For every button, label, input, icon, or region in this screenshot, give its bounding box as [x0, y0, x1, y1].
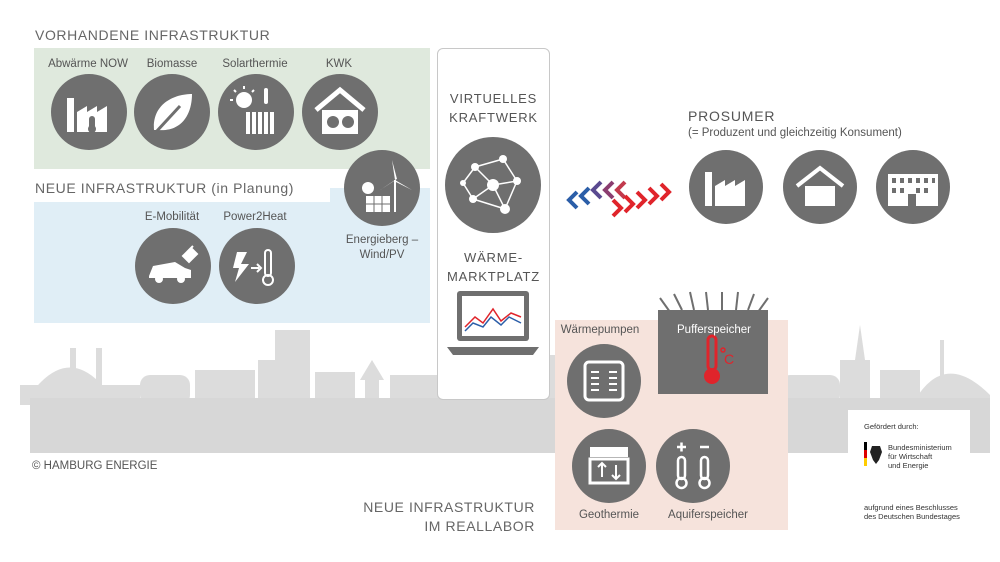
car-plug-icon [135, 228, 211, 304]
item-label-power2heat: Power2Heat [223, 211, 287, 223]
house-chp-icon [302, 74, 378, 150]
item-label-aquiferspeicher: Aquiferspeicher [668, 509, 748, 521]
item-label-solarthermie: Solarthermie [222, 58, 288, 70]
svg-text:C: C [724, 351, 734, 367]
reallabor-heading-line2: IM REALLABOR [424, 518, 535, 534]
planned-infrastructure-heading: NEUE INFRASTRUKTUR (in Planung) [35, 180, 294, 196]
prosumer-title: PROSUMER [688, 108, 776, 124]
item-label-biomasse: Biomasse [146, 58, 198, 70]
existing-infrastructure-heading: VORHANDENE INFRASTRUKTUR [35, 27, 271, 43]
factory-icon [689, 150, 763, 224]
network-icon [445, 137, 541, 233]
funding-header: Gefördert durch: [864, 422, 919, 431]
prosumer-subtitle: (= Produzent und gleichzeitig Konsument) [688, 127, 902, 139]
city-skyline [20, 325, 990, 453]
house-icon [783, 150, 857, 224]
power-heat-icon [219, 228, 295, 304]
exchange-arrows [566, 180, 672, 218]
factory-icon [51, 74, 127, 150]
wm-title-line1: WÄRME- [464, 250, 523, 265]
buffer-tank-icon: C [658, 291, 769, 394]
copyright: © HAMBURG ENERGIE [32, 460, 158, 472]
geothermal-icon [572, 429, 646, 503]
item-label-emobilitaet: E-Mobilität [144, 211, 200, 223]
funding-footer-line1: aufgrund eines Beschlusses [864, 503, 958, 512]
wind-pv-icon [344, 150, 420, 226]
reallabor-heading-line1: NEUE INFRASTRUKTUR [363, 499, 535, 515]
ministry-line2: für Wirtschaft [888, 452, 933, 461]
leaf-icon [134, 74, 210, 150]
item-label-kwk: KWK [325, 58, 353, 70]
energieberg-label-line1: Energieberg – [345, 234, 419, 246]
funding-footer-line2: des Deutschen Bundestages [864, 512, 960, 521]
funding-box [848, 410, 970, 530]
vk-title-line1: VIRTUELLES [449, 91, 538, 106]
federal-eagle-icon [864, 442, 882, 466]
sun-thermometer-icon [218, 74, 294, 150]
item-label-geothermie: Geothermie [578, 509, 640, 521]
vk-title-line2: KRAFTWERK [449, 110, 538, 125]
item-label-pufferspeicher: Pufferspeicher [677, 324, 751, 336]
item-label-waermepumpen: Wärmepumpen [560, 324, 640, 336]
item-label-abwaerme: Abwärme NOW [48, 58, 128, 70]
laptop-chart-icon [447, 291, 539, 355]
energieberg-label-line2: Wind/PV [359, 249, 405, 261]
aquifer-icon [656, 429, 730, 503]
ministry-line3: und Energie [888, 461, 929, 470]
building-icon [876, 150, 950, 224]
ministry-line1: Bundesministerium [888, 443, 952, 452]
wm-title-line2: MARKTPLATZ [447, 269, 540, 284]
heat-pump-icon [567, 344, 641, 418]
